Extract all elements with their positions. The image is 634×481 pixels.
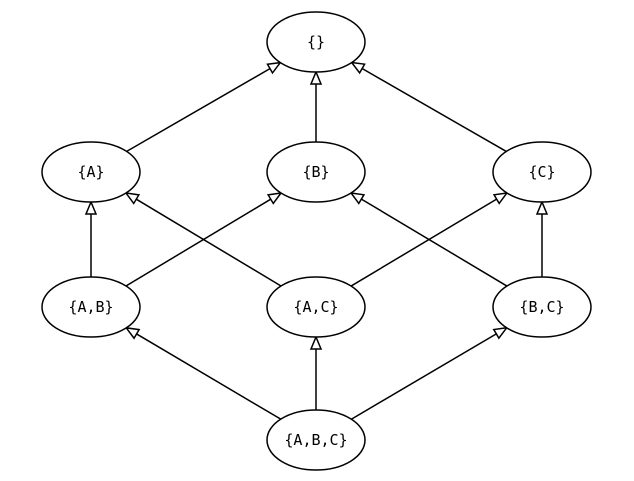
hollow-arrowhead-icon xyxy=(124,326,141,340)
node-label: {A} xyxy=(77,163,104,181)
edge-line xyxy=(135,198,282,287)
hollow-arrowhead-icon xyxy=(350,61,366,75)
node-BC: {B,C} xyxy=(492,276,592,338)
edge-line xyxy=(125,198,272,287)
edge-line xyxy=(136,333,282,420)
node-label: {B} xyxy=(302,163,329,181)
edges-layer xyxy=(84,61,549,420)
node-ellipse xyxy=(266,11,366,73)
edge-AC-to-C xyxy=(350,191,509,287)
node-label: {C} xyxy=(528,163,555,181)
node-ellipse xyxy=(492,141,592,203)
node-label: {A,C} xyxy=(293,298,338,316)
edge-AB-to-B xyxy=(125,191,283,287)
edge-C-to-empty xyxy=(350,61,507,153)
edge-BC-to-C xyxy=(535,200,549,277)
edge-AC-to-A xyxy=(124,191,282,287)
edge-ABC-to-AC xyxy=(309,335,323,410)
edge-B-to-empty xyxy=(309,70,323,142)
hollow-arrowhead-icon xyxy=(266,191,283,205)
hollow-arrowhead-icon xyxy=(535,200,549,215)
hollow-arrowhead-icon xyxy=(309,70,323,85)
hollow-arrowhead-icon xyxy=(266,61,283,75)
node-ABC: {A,B,C} xyxy=(266,409,366,471)
hollow-arrowhead-icon xyxy=(124,191,141,205)
node-A: {A} xyxy=(41,141,141,203)
hollow-arrowhead-icon xyxy=(309,335,323,350)
hollow-arrowhead-icon xyxy=(492,191,509,205)
edge-BC-to-B xyxy=(349,191,508,287)
node-label: {A,B,C} xyxy=(284,431,347,449)
node-ellipse xyxy=(492,276,592,338)
node-AB: {A,B} xyxy=(41,276,141,338)
node-ellipse xyxy=(266,409,366,471)
hollow-arrowhead-icon xyxy=(84,200,98,215)
edge-line xyxy=(360,198,508,287)
node-ellipse xyxy=(41,141,141,203)
edge-ABC-to-BC xyxy=(350,326,509,420)
hollow-arrowhead-icon xyxy=(492,326,509,340)
edge-line xyxy=(126,67,271,153)
node-C: {C} xyxy=(492,141,592,203)
edge-line xyxy=(350,333,497,420)
node-B: {B} xyxy=(266,141,366,203)
node-ellipse xyxy=(41,276,141,338)
node-label: {A,B} xyxy=(68,298,113,316)
edge-line xyxy=(350,198,498,287)
edge-ABC-to-AB xyxy=(124,326,282,420)
edge-A-to-empty xyxy=(126,61,283,153)
node-AC: {A,C} xyxy=(266,276,366,338)
hollow-arrowhead-icon xyxy=(349,191,366,205)
node-label: {} xyxy=(307,33,325,51)
edge-line xyxy=(361,67,507,153)
node-label: {B,C} xyxy=(519,298,564,316)
node-empty: {} xyxy=(266,11,366,73)
nodes-layer: {} {A} {B} {C} {A,B} {A,C} {B,C} {A,B,C} xyxy=(41,11,592,471)
node-ellipse xyxy=(266,276,366,338)
node-ellipse xyxy=(266,141,366,203)
edge-AB-to-A xyxy=(84,200,98,277)
